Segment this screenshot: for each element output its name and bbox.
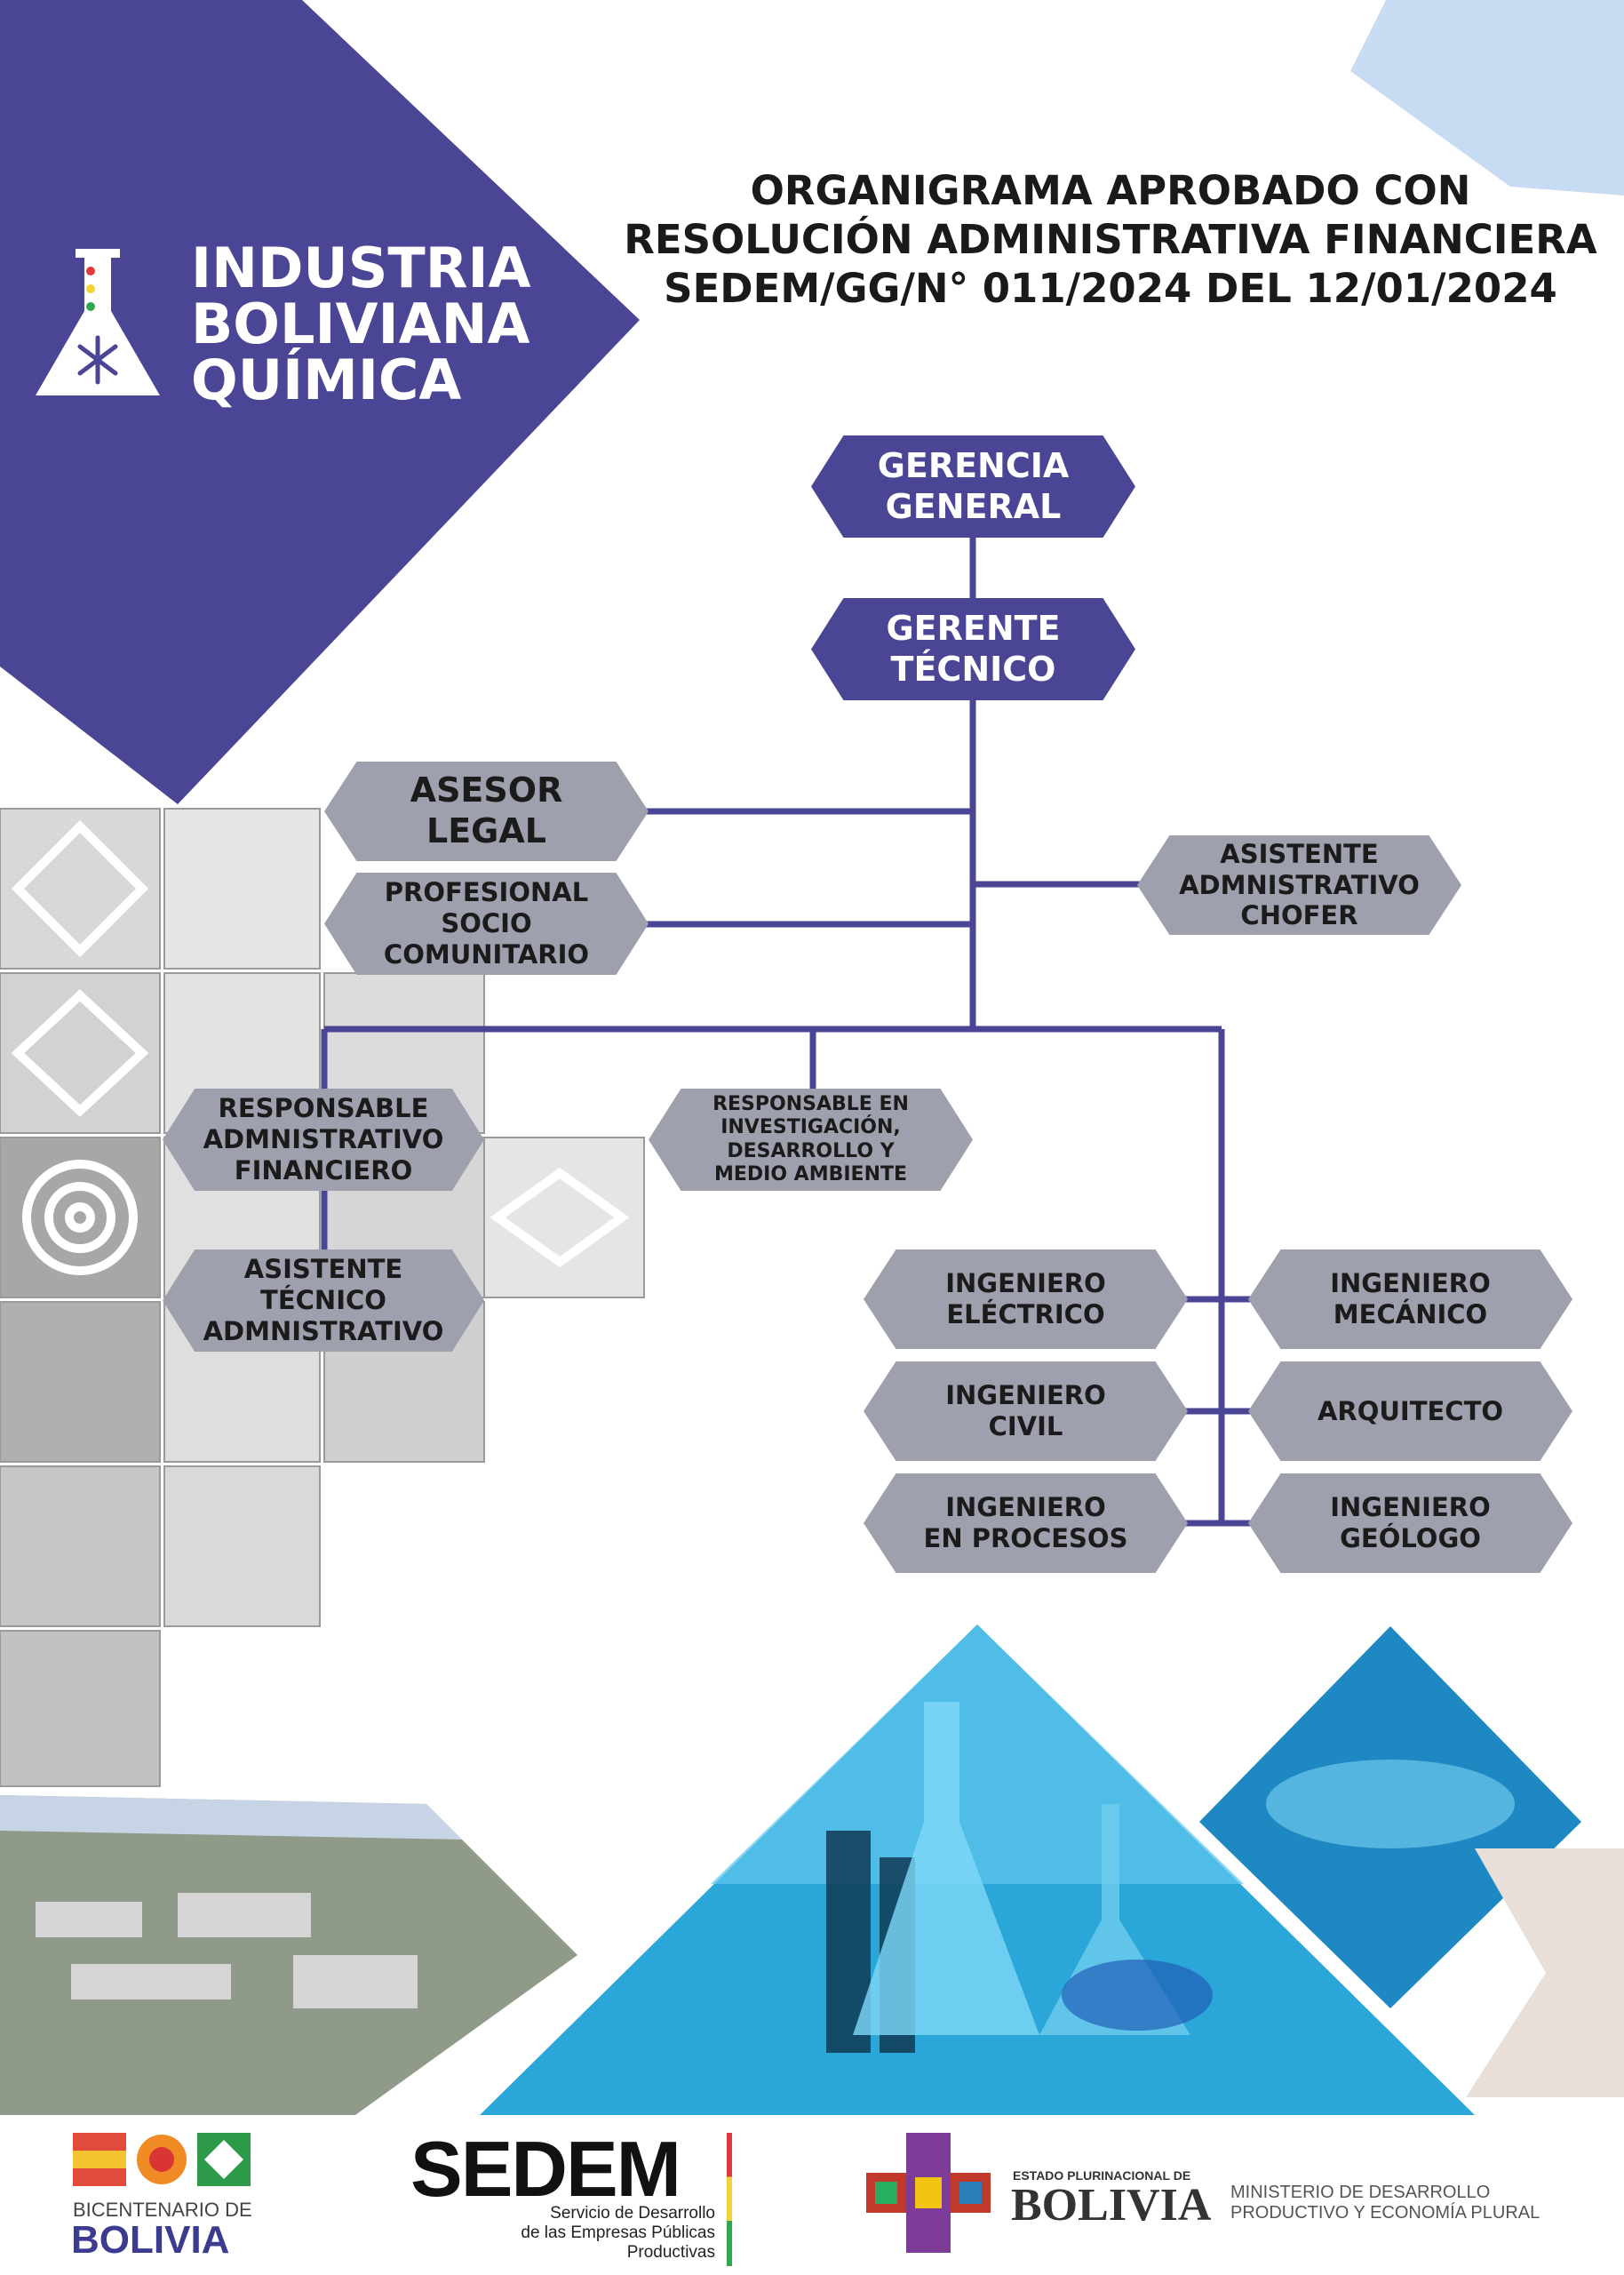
coat-of-arms-icon <box>866 2133 991 2253</box>
bolivia-label: BOLIVIA <box>1011 2180 1212 2231</box>
bicentenario-line-1: BICENTENARIO DE <box>73 2199 252 2221</box>
node-responsable-investigacion: RESPONSABLE EN INVESTIGACIÓN, DESARROLLO… <box>649 1089 973 1191</box>
flask-icon <box>36 249 160 395</box>
node-ingeniero-electrico: INGENIERO ELÉCTRICO <box>864 1249 1188 1349</box>
node-ingeniero-mecanico: INGENIERO MECÁNICO <box>1248 1249 1572 1349</box>
bicentenario-logo <box>73 2133 251 2186</box>
node-gerencia-general: GERENCIA GENERAL <box>811 435 1135 538</box>
node-asistente-administrativo-chofer: ASISTENTE ADMNISTRATIVO CHOFER <box>1137 835 1461 935</box>
brand-name: INDUSTRIA BOLIVIANA QUÍMICA <box>191 240 531 409</box>
node-ingeniero-civil: INGENIERO CIVIL <box>864 1361 1188 1461</box>
light-blue-diamond <box>1350 0 1624 196</box>
sedem-subtitle: Servicio de Desarrollo de las Empresas P… <box>521 2204 715 2262</box>
brand-line-1: INDUSTRIA <box>191 235 531 300</box>
sedem-color-bar <box>727 2133 732 2266</box>
node-asistente-tecnico-administrativo: ASISTENTE TÉCNICO ADMNISTRATIVO <box>163 1249 484 1352</box>
estado-label: ESTADO PLURINACIONAL DE <box>1013 2168 1191 2183</box>
node-responsable-administrativo-financiero: RESPONSABLE ADMNISTRATIVO FINANCIERO <box>163 1089 484 1191</box>
node-profesional-socio-comunitario: PROFESIONAL SOCIO COMUNITARIO <box>324 873 649 975</box>
node-asesor-legal: ASESOR LEGAL <box>324 762 649 861</box>
brand-line-2: BOLIVIANA <box>191 291 530 357</box>
chart-title: ORGANIGRAMA APROBADO CON RESOLUCIÓN ADMI… <box>624 167 1597 312</box>
node-arquitecto: ARQUITECTO <box>1248 1361 1572 1461</box>
purple-header-shape <box>0 0 640 804</box>
node-ingeniero-geologo: INGENIERO GEÓLOGO <box>1248 1473 1572 1573</box>
plant-image <box>0 1795 577 2115</box>
sedem-logo-text: SEDEM <box>410 2125 681 2213</box>
ministerio-label: MINISTERIO DE DESARROLLO PRODUCTIVO Y EC… <box>1230 2183 1540 2223</box>
brand-line-3: QUÍMICA <box>191 347 462 413</box>
node-ingeniero-procesos: INGENIERO EN PROCESOS <box>864 1473 1188 1573</box>
pattern-motifs <box>11 819 630 1275</box>
brand-logo <box>27 240 169 409</box>
footer: BICENTENARIO DE BOLIVIA SEDEM Servicio d… <box>0 2115 1624 2275</box>
node-gerente-tecnico: GERENTE TÉCNICO <box>811 598 1135 700</box>
bicentenario-line-2: BOLIVIA <box>71 2218 230 2262</box>
